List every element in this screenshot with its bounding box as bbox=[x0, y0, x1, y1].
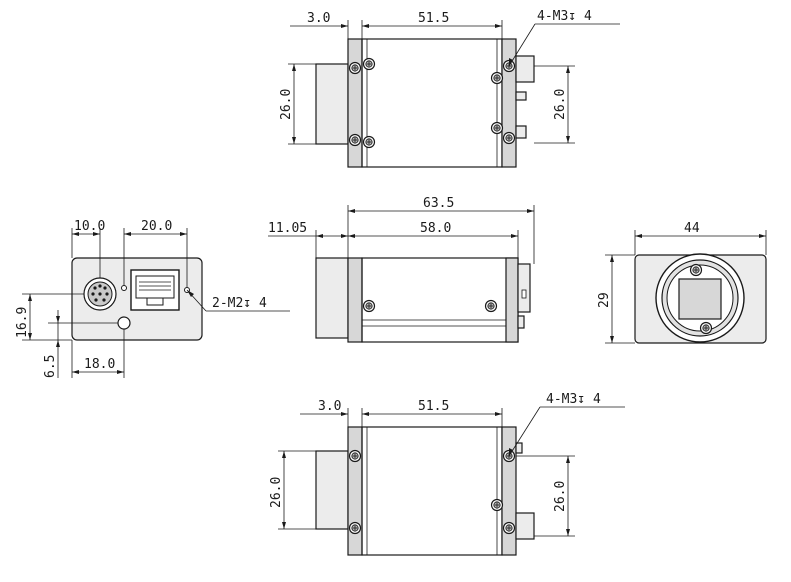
screw-icon bbox=[490, 71, 504, 85]
connector-bump bbox=[515, 91, 527, 101]
screw-icon bbox=[490, 121, 504, 135]
connector-bump bbox=[515, 125, 527, 139]
dim-hole-spacing-label: 18.0 bbox=[84, 357, 115, 372]
screw-icon bbox=[362, 299, 376, 313]
connector-bump bbox=[515, 512, 535, 540]
screw-icon bbox=[490, 498, 504, 512]
camera-body bbox=[361, 257, 519, 343]
screw-icon bbox=[502, 521, 516, 535]
camera-body bbox=[361, 38, 503, 168]
front-flange bbox=[347, 426, 363, 556]
dim-total-label: 63.5 bbox=[423, 196, 454, 211]
front-flange bbox=[347, 38, 363, 168]
front-view: 44 29 bbox=[597, 221, 767, 344]
side-view: 63.5 11.05 58.0 bbox=[268, 196, 535, 343]
top-view: 3.0 51.5 4-M3↧ 4 26.0 26.0 bbox=[279, 9, 620, 168]
rear-plate bbox=[501, 426, 517, 556]
bottom-view: 3.0 51.5 4-M3↧ 4 26.0 26.0 bbox=[269, 392, 625, 556]
front-flange bbox=[347, 257, 363, 343]
dim-right-height-label: 26.0 bbox=[553, 89, 568, 120]
dim-lens-label: 11.05 bbox=[268, 221, 307, 236]
dim-left-height-label: 26.0 bbox=[279, 89, 294, 120]
dim-side-body-label: 58.0 bbox=[420, 221, 451, 236]
screw-icon bbox=[484, 299, 498, 313]
rear-view: 10.0 20.0 2-M2↧ 4 16.9 6.5 18.0 bbox=[15, 219, 290, 378]
lens-mount bbox=[315, 257, 349, 339]
screw-icon bbox=[348, 449, 362, 463]
dim-width-label: 44 bbox=[684, 221, 700, 236]
hole-note-label: 4-M3↧ 4 bbox=[537, 9, 592, 24]
screw-icon bbox=[348, 133, 362, 147]
led-icon bbox=[121, 285, 127, 291]
hole-note-label: 4-M3↧ 4 bbox=[546, 392, 601, 407]
dim-flange-label: 3.0 bbox=[318, 399, 341, 414]
rear-hole-note-label: 2-M2↧ 4 bbox=[212, 296, 267, 311]
screw-icon bbox=[362, 135, 376, 149]
screw-icon bbox=[348, 521, 362, 535]
dim-vertical-label: 16.9 bbox=[15, 307, 30, 338]
camera-body bbox=[361, 426, 503, 556]
dim-flange-label: 3.0 bbox=[307, 11, 330, 26]
lens-mount bbox=[315, 450, 349, 530]
screw-icon bbox=[362, 57, 376, 71]
screw-icon bbox=[348, 61, 362, 75]
connector-bump bbox=[515, 55, 535, 83]
dim-bottom-offset-label: 6.5 bbox=[43, 355, 58, 378]
screw-icon bbox=[699, 321, 713, 335]
sensor-icon bbox=[678, 278, 722, 320]
dim-body-label: 51.5 bbox=[418, 11, 449, 26]
dim-ethernet-label: 20.0 bbox=[141, 219, 172, 234]
screw-icon bbox=[502, 131, 516, 145]
lens-mount bbox=[315, 63, 349, 145]
dim-right-height-label: 26.0 bbox=[553, 481, 568, 512]
dim-body-label: 51.5 bbox=[418, 399, 449, 414]
screw-icon bbox=[689, 263, 703, 277]
rear-plate bbox=[505, 257, 519, 343]
dim-left-height-label: 26.0 bbox=[269, 477, 284, 508]
mount-hole-icon bbox=[117, 316, 131, 330]
connector-bump bbox=[517, 263, 531, 313]
dim-connector-label: 10.0 bbox=[74, 219, 105, 234]
dim-height-label: 29 bbox=[597, 292, 612, 308]
